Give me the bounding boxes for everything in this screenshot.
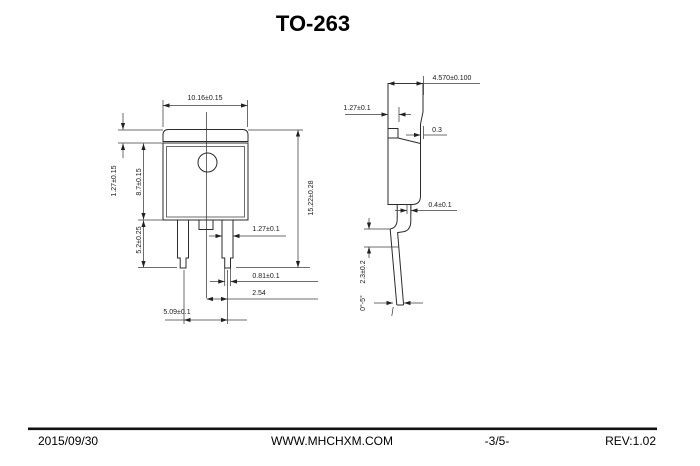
page-title: TO-263 <box>276 11 350 36</box>
front-view <box>162 112 249 298</box>
front-body-inner <box>166 146 245 218</box>
page-footer: 2015/09/30 WWW.MHCHXM.COM -3/5- REV:1.02 <box>28 427 657 448</box>
side-body <box>387 83 424 205</box>
dim-lead-thickness: 0.4±0.1 <box>428 202 451 209</box>
side-lead-outer <box>389 204 398 306</box>
footer-page-number: -3/5- <box>485 434 510 448</box>
side-view <box>387 83 424 317</box>
footer-revision: REV:1.02 <box>605 434 656 448</box>
front-body <box>162 142 249 221</box>
footer-date: 2015/09/30 <box>38 434 98 448</box>
dim-tab-thickness: 1.27±0.1 <box>343 105 370 112</box>
lead-left <box>177 220 189 269</box>
side-view-dimensions: 4.570±0.100 1.27±0.1 0.3 0.4±0.1 2.3±0.2… <box>343 75 480 311</box>
front-view-dimensions: 10.16±0.15 1.27±0.15 8.7±0.15 5.2±0.25 1… <box>111 95 318 324</box>
dim-body-width: 10.16±0.15 <box>188 95 223 102</box>
dim-lead-pitch: 2.54 <box>252 290 266 297</box>
side-tab-step <box>388 128 399 139</box>
dim-body-thickness: 4.570±0.100 <box>433 75 472 82</box>
dim-lead-span: 5.09±0.1 <box>163 309 190 316</box>
footer-divider <box>28 427 657 431</box>
dim-lead-tip-width: 0.81±0.1 <box>252 273 279 280</box>
mounting-hole <box>197 152 218 173</box>
side-lead-tip-extension <box>391 306 394 317</box>
center-lead-stub <box>198 219 214 230</box>
dim-lead-width: 1.27±0.1 <box>252 226 279 233</box>
dim-mold-step: 0.3 <box>432 127 442 134</box>
side-lead-inner <box>397 204 412 306</box>
dim-body-height: 8.7±0.15 <box>136 168 143 195</box>
lead-right <box>221 220 234 269</box>
dim-tab-height: 1.27±0.15 <box>111 165 118 196</box>
side-chamfer-line <box>397 137 421 144</box>
front-tab <box>162 129 249 142</box>
dim-lead-angle: 0°-5° <box>359 295 367 311</box>
dim-overall-height: 15.22±0.28 <box>308 180 315 215</box>
dim-lead-length: 5.2±0.25 <box>136 226 143 253</box>
dim-lead-height: 2.3±0.2 <box>360 260 367 283</box>
footer-website: WWW.MHCHXM.COM <box>271 434 393 448</box>
